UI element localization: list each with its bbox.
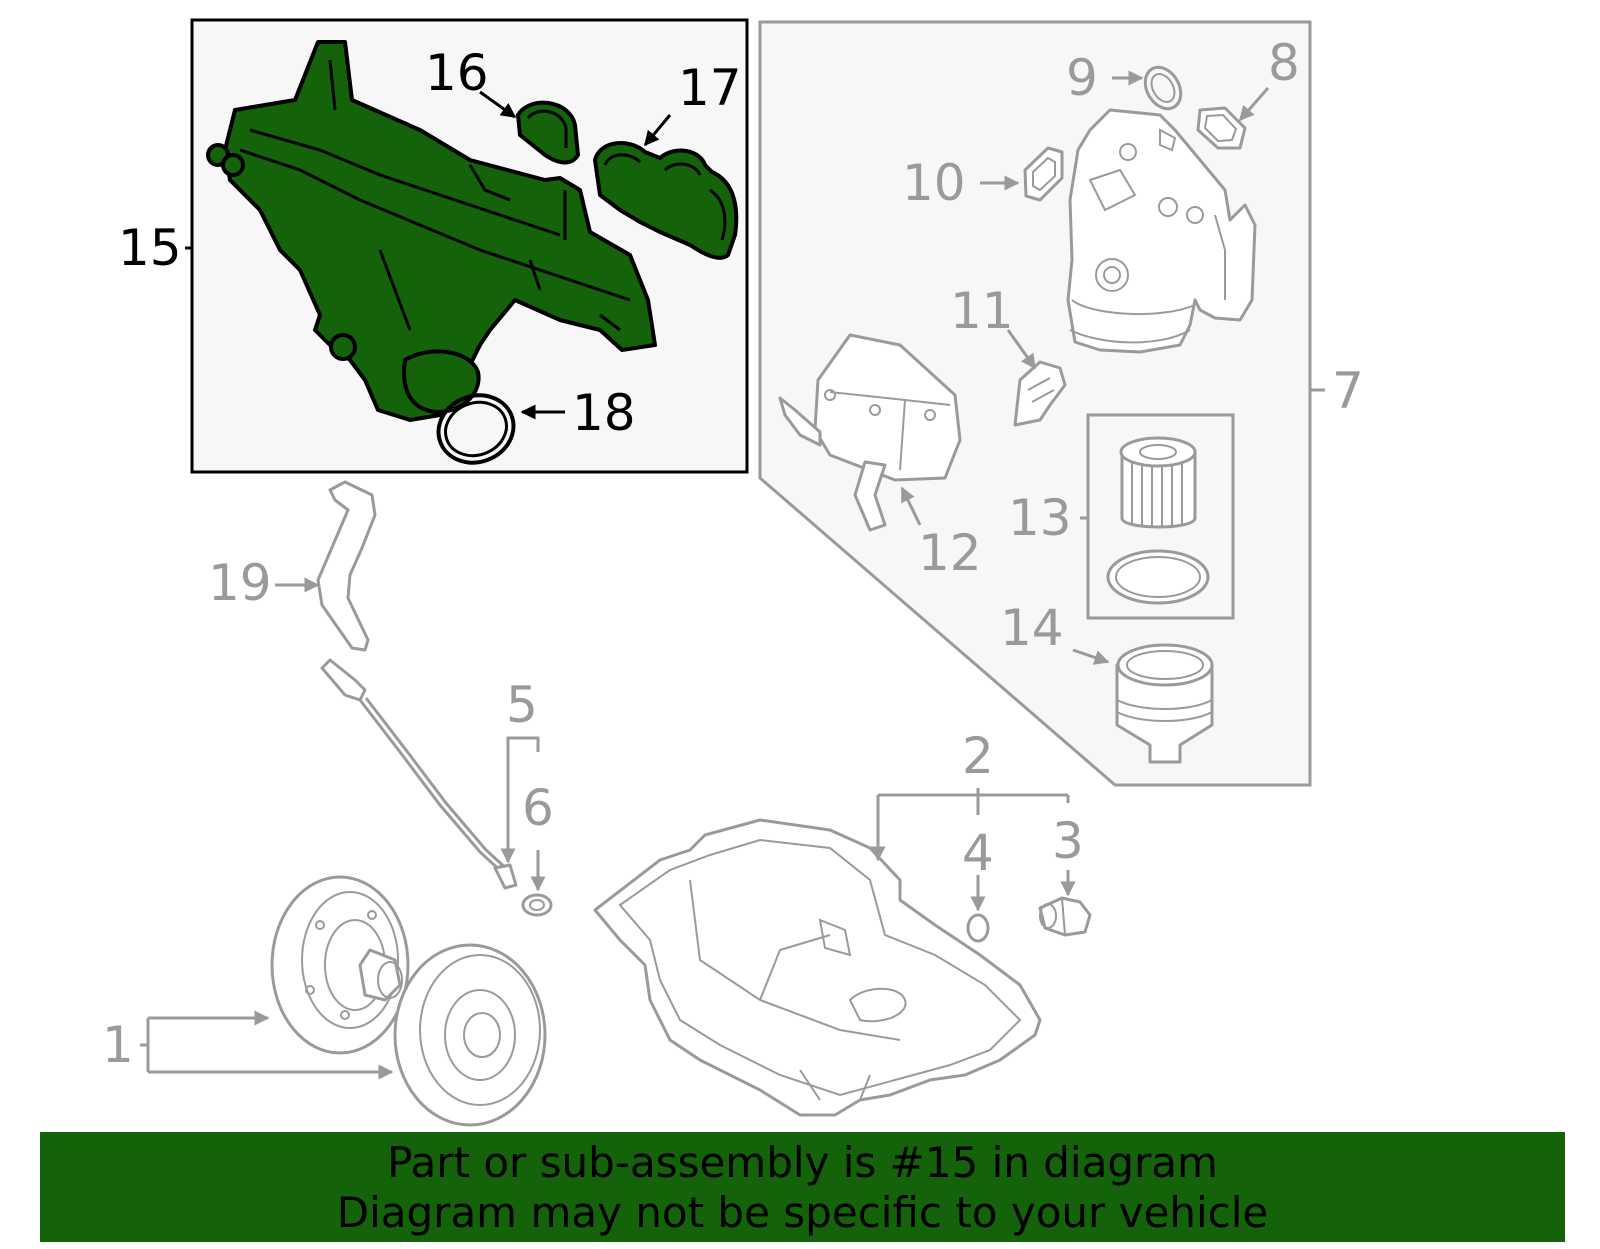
callout-1[interactable]: 1 bbox=[102, 1016, 134, 1074]
gasket-17 bbox=[593, 140, 739, 260]
drain-plug-3 bbox=[1038, 896, 1092, 937]
filter-cap-14 bbox=[1115, 643, 1214, 764]
callout-8[interactable]: 8 bbox=[1268, 34, 1300, 92]
callout-13[interactable]: 13 bbox=[1008, 489, 1072, 547]
callout-9[interactable]: 9 bbox=[1066, 49, 1098, 107]
callout-10[interactable]: 10 bbox=[902, 154, 966, 212]
oil-pan-2 bbox=[593, 818, 1042, 1117]
callout-4[interactable]: 4 bbox=[962, 824, 994, 882]
bracket-19 bbox=[316, 480, 377, 652]
callout-16[interactable]: 16 bbox=[425, 44, 489, 102]
washer-4 bbox=[966, 913, 990, 943]
banner-line-2: Diagram may not be specific to your vehi… bbox=[336, 1188, 1269, 1237]
sensor-11 bbox=[1013, 360, 1067, 427]
washer-6 bbox=[521, 893, 553, 917]
crankshaft-pulley-1 bbox=[270, 875, 410, 1055]
intake-manifold bbox=[206, 40, 657, 422]
callout-2[interactable]: 2 bbox=[962, 727, 994, 785]
banner-line-1: Part or sub-assembly is #15 in diagram bbox=[387, 1138, 1218, 1187]
oil-filter-housing bbox=[1066, 108, 1257, 354]
filter-element-13 bbox=[1106, 436, 1210, 605]
callout-6[interactable]: 6 bbox=[522, 779, 554, 837]
callout-5[interactable]: 5 bbox=[506, 676, 538, 734]
callout-18[interactable]: 18 bbox=[572, 384, 636, 442]
callout-15[interactable]: 15 bbox=[118, 219, 182, 277]
callout-12[interactable]: 12 bbox=[918, 524, 982, 582]
info-banner: Part or sub-assembly is #15 in diagram D… bbox=[40, 1132, 1565, 1242]
damper-pulley-1 bbox=[393, 943, 547, 1127]
callout-14[interactable]: 14 bbox=[1000, 599, 1064, 657]
o-ring-9 bbox=[1143, 65, 1183, 111]
callout-19[interactable]: 19 bbox=[208, 554, 272, 612]
gasket-16 bbox=[516, 100, 580, 165]
callout-3[interactable]: 3 bbox=[1052, 812, 1084, 870]
callout-11[interactable]: 11 bbox=[950, 282, 1014, 340]
dipstick-5 bbox=[320, 658, 518, 890]
callout-17[interactable]: 17 bbox=[678, 59, 742, 117]
o-ring-18 bbox=[436, 393, 516, 465]
oil-cooler-12 bbox=[778, 333, 962, 532]
callout-7[interactable]: 7 bbox=[1332, 362, 1364, 420]
